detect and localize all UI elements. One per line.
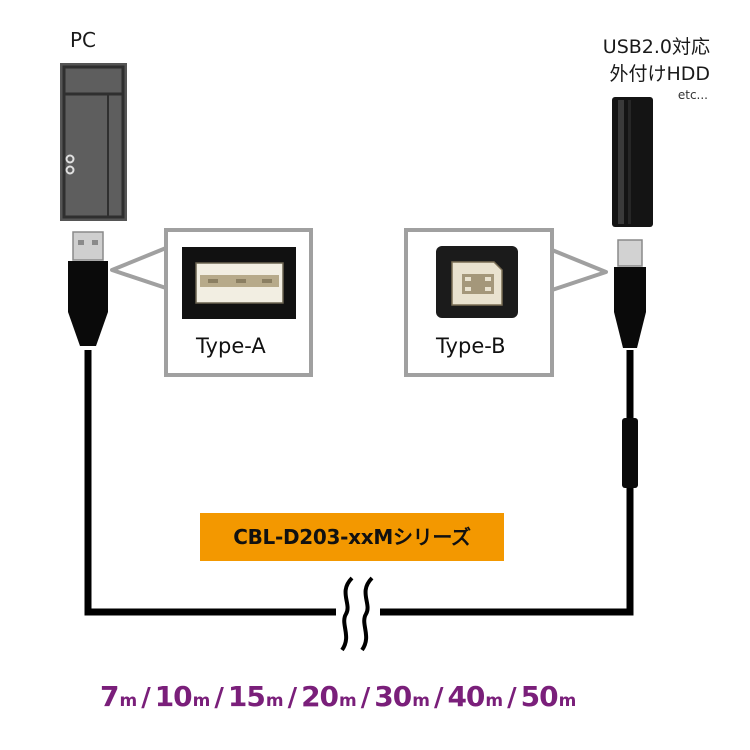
length-separator: / (507, 683, 517, 713)
device-label-line2: 外付けHDD (609, 63, 710, 85)
type-b-plug-icon (614, 239, 646, 488)
series-label: CBL-D203-xxMシリーズ (200, 513, 504, 561)
length-item: 7m (100, 680, 137, 713)
type-a-label: Type-A (196, 334, 266, 358)
length-unit: m (265, 691, 284, 711)
length-unit: m (192, 691, 211, 711)
cable-break-icon (336, 576, 380, 652)
length-item: 30m (374, 680, 430, 713)
length-value: 10 (154, 680, 193, 713)
length-value: 20 (301, 680, 339, 713)
device-etc-label: etc... (677, 88, 708, 102)
length-unit: m (412, 691, 430, 711)
length-unit: m (558, 691, 577, 711)
length-separator: / (214, 683, 224, 713)
length-separator: / (360, 683, 371, 713)
device-label: USB2.0対応 外付けHDD (550, 34, 710, 88)
length-unit: m (485, 691, 504, 711)
length-value: 15 (227, 680, 266, 713)
length-separator: / (433, 683, 444, 713)
external-hdd-icon (612, 97, 653, 227)
type-b-label: Type-B (436, 334, 506, 358)
cable-lengths: 7m/10m/15m/20m/30m/40m/50m (100, 680, 660, 720)
length-item: 50m (521, 680, 577, 713)
usb-cable (84, 350, 634, 616)
length-item: 40m (447, 680, 503, 713)
length-item: 20m (301, 680, 357, 713)
length-item: 10m (155, 680, 211, 713)
length-separator: / (141, 683, 151, 713)
length-unit: m (119, 691, 138, 711)
length-value: 7 (100, 680, 120, 713)
length-value: 50 (520, 680, 559, 713)
pc-label: PC (70, 28, 97, 52)
length-separator: / (287, 683, 298, 713)
length-value: 30 (374, 680, 412, 713)
type-a-callout (110, 228, 313, 377)
device-label-line1: USB2.0対応 (602, 36, 710, 58)
type-b-callout (404, 228, 608, 377)
length-item: 15m (228, 680, 284, 713)
pc-tower-icon (60, 63, 127, 221)
type-a-plug-icon (68, 231, 108, 346)
length-value: 40 (447, 680, 485, 713)
length-unit: m (339, 691, 357, 711)
